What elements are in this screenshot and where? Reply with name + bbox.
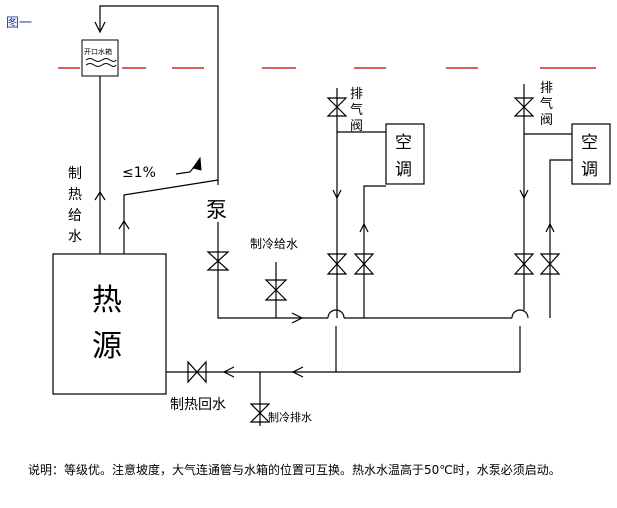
cold-supply-pipe xyxy=(264,262,288,318)
cold-supply-label: 制冷给水 xyxy=(250,237,298,251)
pump-label: 泵 xyxy=(206,198,227,222)
vent-pipe xyxy=(118,179,219,254)
heat-supply-pipe xyxy=(94,76,106,254)
svg-text:源: 源 xyxy=(92,329,122,364)
cold-drain-pipe xyxy=(249,372,271,426)
svg-text:制: 制 xyxy=(68,166,82,182)
slope-arrow xyxy=(175,156,202,175)
ac-unit-2: 空 调 xyxy=(571,123,611,185)
svg-text:热: 热 xyxy=(68,187,82,203)
svg-text:排: 排 xyxy=(350,87,363,102)
svg-text:气: 气 xyxy=(540,96,553,112)
svg-text:排: 排 xyxy=(540,81,553,96)
main-supply-pipe xyxy=(217,222,529,324)
cold-drain-label: 制冷排水 xyxy=(268,410,312,424)
svg-text:调: 调 xyxy=(395,160,412,180)
svg-text:阀: 阀 xyxy=(350,119,363,134)
tank-connection-pipe xyxy=(94,5,219,185)
exhaust-valve-2-label: 排 气 阀 xyxy=(540,81,553,128)
heat-supply-label: 制 热 给 水 xyxy=(68,166,82,245)
ac-unit-1: 空 调 xyxy=(385,123,425,185)
figure-label: 图一 xyxy=(6,16,32,31)
svg-text:阀: 阀 xyxy=(540,113,553,128)
main-return-pipe xyxy=(166,326,521,384)
svg-text:空: 空 xyxy=(581,133,598,153)
svg-text:水: 水 xyxy=(68,229,82,245)
svg-text:给: 给 xyxy=(68,208,82,224)
ac-unit-1-branch xyxy=(326,88,386,318)
exhaust-valve-1-label: 排 气 阀 xyxy=(350,87,363,134)
tank-label: 开口水箱 xyxy=(84,47,112,56)
pump-valve xyxy=(206,251,230,271)
svg-text:调: 调 xyxy=(581,160,598,180)
ac-unit-2-branch xyxy=(513,84,572,318)
heat-source: 热 源 xyxy=(52,253,167,395)
svg-text:气: 气 xyxy=(350,102,363,118)
slope-label: ≤1% xyxy=(122,165,156,181)
svg-text:空: 空 xyxy=(395,133,412,153)
open-water-tank: 开口水箱 xyxy=(81,39,119,77)
heat-return-label: 制热回水 xyxy=(170,397,226,413)
svg-text:热: 热 xyxy=(92,283,122,318)
note-text: 说明：等级优。注意坡度，大气连通管与水箱的位置可互换。热水水温高于50℃时，水泵… xyxy=(28,462,561,477)
